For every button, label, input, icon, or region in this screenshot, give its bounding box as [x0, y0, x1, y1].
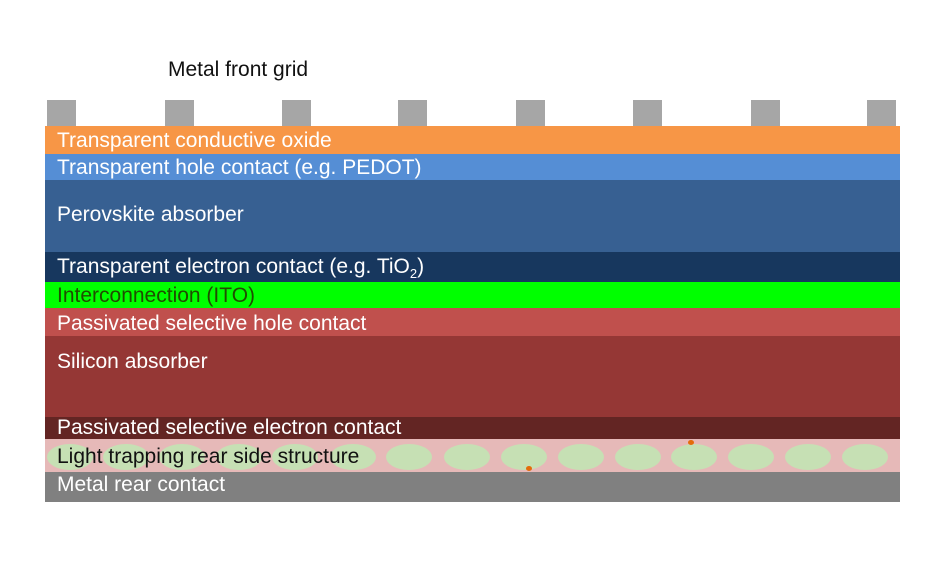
layer-hole-contact-label: Transparent hole contact (e.g. PEDOT) — [57, 156, 422, 179]
layer-electron-contact-label: Transparent electron contact (e.g. TiO2) — [57, 256, 424, 280]
texture-ellipse — [444, 444, 490, 470]
electron-label-subscript: 2 — [409, 266, 418, 282]
grid-finger — [633, 100, 662, 129]
grid-finger — [516, 100, 545, 129]
texture-ellipse — [386, 444, 432, 470]
layer-passivated-hole-label: Passivated selective hole contact — [57, 312, 367, 335]
texture-speck — [688, 440, 694, 445]
texture-ellipse — [842, 444, 888, 470]
grid-finger — [47, 100, 76, 129]
grid-finger — [282, 100, 311, 129]
grid-finger — [867, 100, 896, 129]
electron-label-main: Transparent electron contact (e.g. TiO — [57, 255, 410, 278]
texture-ellipse — [216, 444, 262, 470]
layer-hole-contact: Transparent hole contact (e.g. PEDOT) — [45, 154, 900, 180]
texture-ellipse — [330, 444, 376, 470]
layer-passivated-electron: Passivated selective electron contact — [45, 417, 900, 439]
texture-ellipse — [103, 444, 149, 470]
grid-finger — [165, 100, 194, 129]
layer-rear-contact: Metal rear contact — [45, 472, 900, 502]
layer-perovskite: Perovskite absorber — [45, 180, 900, 252]
layer-silicon-label: Silicon absorber — [57, 350, 208, 373]
texture-ellipse — [671, 444, 717, 470]
layer-passivated-electron-label: Passivated selective electron contact — [57, 416, 402, 439]
texture-ellipse — [501, 444, 547, 470]
texture-ellipse — [615, 444, 661, 470]
front-grid-label: Metal front grid — [168, 58, 309, 81]
layer-tco: Transparent conductive oxide — [45, 126, 900, 154]
layer-light-trapping-label: Light trapping rear side structure — [57, 445, 360, 468]
texture-ellipse — [47, 444, 93, 470]
texture-ellipse — [785, 444, 831, 470]
texture-ellipse — [728, 444, 774, 470]
layer-interconnection: Interconnection (ITO) — [45, 282, 900, 308]
electron-label-end: ) — [417, 255, 425, 278]
layer-tco-label: Transparent conductive oxide — [57, 129, 332, 152]
texture-ellipse — [159, 444, 205, 470]
layer-electron-contact: Transparent electron contact (e.g. TiO2) — [45, 252, 900, 282]
layer-silicon: Silicon absorber — [45, 336, 900, 417]
grid-finger — [751, 100, 780, 129]
layer-interconnection-label: Interconnection (ITO) — [57, 284, 256, 307]
layer-passivated-hole: Passivated selective hole contact — [45, 308, 900, 336]
texture-ellipse — [558, 444, 604, 470]
texture-ellipse — [272, 444, 318, 470]
grid-finger — [398, 100, 427, 129]
layer-rear-contact-label: Metal rear contact — [57, 473, 226, 496]
texture-speck — [526, 466, 532, 471]
layer-perovskite-label: Perovskite absorber — [57, 203, 244, 226]
